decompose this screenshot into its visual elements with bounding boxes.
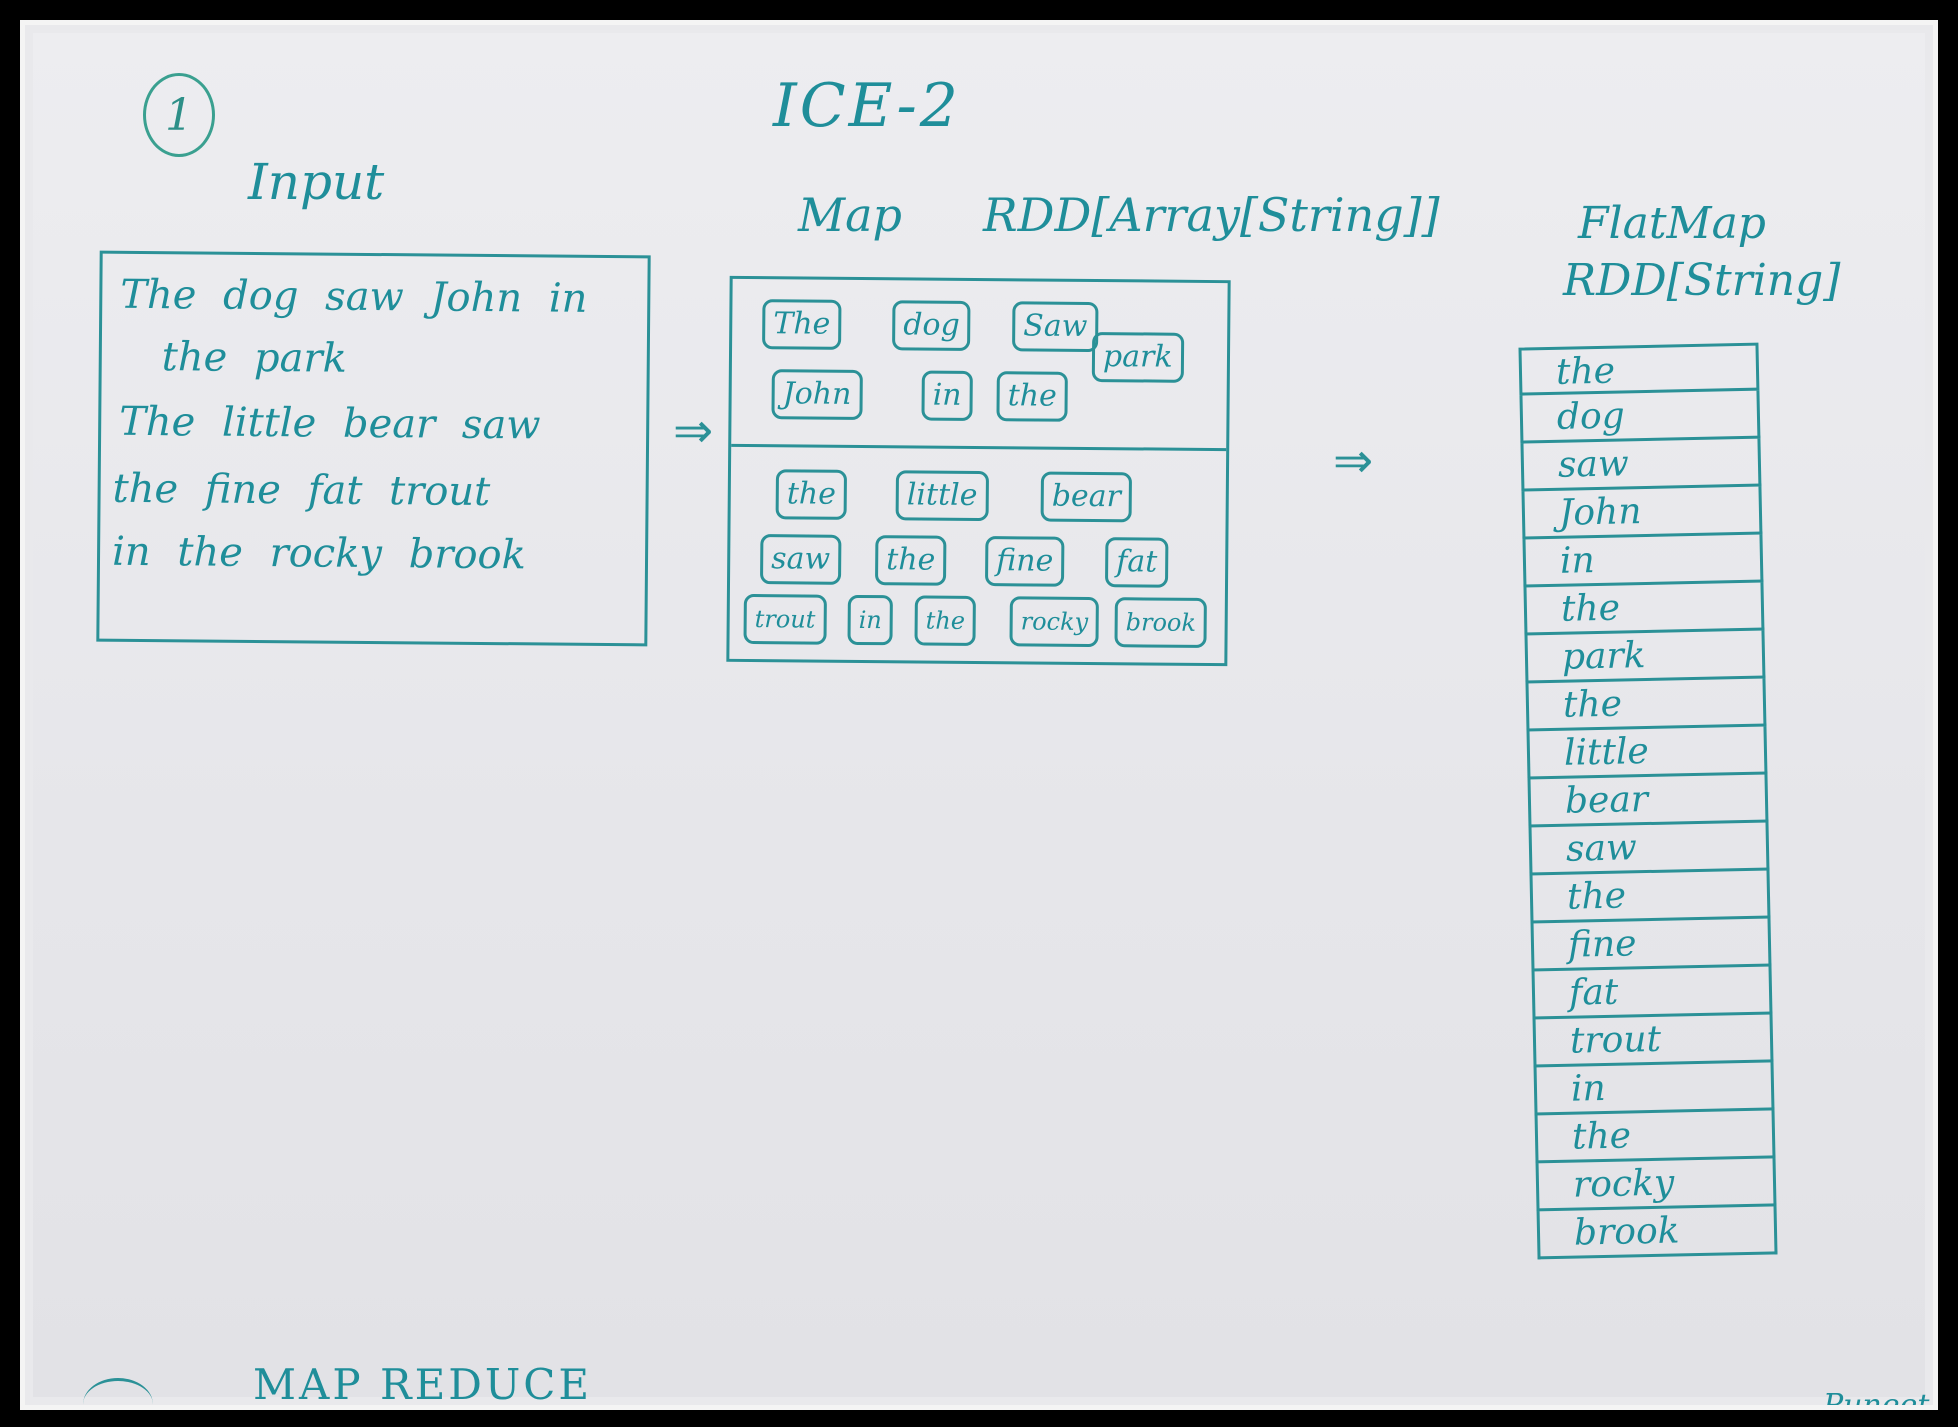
map-label: Map — [798, 188, 902, 242]
partial-circle-mark — [83, 1378, 153, 1405]
flatmap-type-label: RDD[String] — [1563, 255, 1841, 306]
input-box: The dog saw John in the park The little … — [96, 250, 651, 647]
flatmap-cell: in — [1533, 1062, 1775, 1116]
flatmap-column: the dog saw John in the park the little … — [1518, 342, 1778, 1260]
flatmap-cell: brook — [1536, 1206, 1778, 1260]
arrow-map-to-flatmap: ⇒ — [1333, 433, 1374, 489]
flatmap-cell: in — [1522, 534, 1764, 588]
flatmap-cell: the — [1529, 870, 1771, 924]
flatmap-cell: the — [1534, 1110, 1776, 1164]
page-title: ICE-2 — [773, 71, 961, 141]
map-word-box: The — [762, 299, 842, 350]
flatmap-cell: the — [1518, 342, 1760, 396]
map-word-box: little — [895, 470, 989, 522]
map-word-box: the — [875, 535, 947, 586]
map-word-box: the — [996, 371, 1069, 422]
flatmap-cell: fat — [1531, 966, 1773, 1020]
input-line-1: The dog saw John in — [120, 271, 588, 322]
map-reduce-heading: MAP REDUCE — [253, 1360, 593, 1409]
input-line-5: in the rocky brook — [111, 528, 527, 579]
input-label: Input — [248, 153, 385, 211]
flatmap-cell: saw — [1520, 438, 1762, 492]
map-word-box: in — [921, 370, 973, 421]
flatmap-cell: fine — [1530, 918, 1772, 972]
flatmap-cell: park — [1524, 630, 1766, 684]
flatmap-cell: saw — [1528, 822, 1770, 876]
map-word-box: bear — [1040, 471, 1133, 523]
signature: Puneet — [1823, 1388, 1930, 1410]
map-type-label: RDD[Array[String]] — [983, 188, 1440, 242]
photo-frame: 1 ICE-2 Input Map RDD[Array[String]] Fla… — [20, 20, 1938, 1410]
map-word-box: rocky — [1009, 596, 1100, 648]
map-word-box: brook — [1114, 597, 1208, 648]
map-word-box: dog — [892, 300, 971, 351]
flatmap-cell: bear — [1527, 774, 1769, 828]
flatmap-cell: rocky — [1535, 1158, 1777, 1212]
flatmap-cell: the — [1525, 678, 1767, 732]
map-word-box: John — [771, 369, 863, 420]
flatmap-cell: the — [1523, 582, 1765, 636]
input-line-3: The little bear saw — [119, 398, 541, 449]
flatmap-cell: little — [1526, 726, 1768, 780]
map-word-box: fine — [984, 536, 1065, 587]
map-rdd-box: The dog Saw park John in the the little … — [726, 275, 1231, 667]
input-line-4: the fine fat trout — [112, 465, 491, 516]
map-word-box: park — [1091, 331, 1184, 383]
map-word-box: the — [775, 469, 848, 520]
map-word-box: Saw — [1012, 301, 1099, 353]
map-word-box: trout — [743, 593, 827, 645]
flatmap-label: FlatMap — [1578, 198, 1766, 249]
question-number: 1 — [165, 89, 193, 141]
question-number-circle: 1 — [143, 73, 215, 157]
flatmap-cell: dog — [1519, 390, 1761, 444]
map-word-box: saw — [760, 534, 842, 585]
flatmap-cell: John — [1521, 486, 1763, 540]
flatmap-cell: trout — [1532, 1014, 1774, 1068]
map-word-box: the — [914, 595, 977, 646]
partition-divider — [731, 443, 1227, 452]
map-word-box: fat — [1104, 537, 1169, 588]
arrow-input-to-map: ⇒ — [673, 403, 714, 459]
notebook-page: 1 ICE-2 Input Map RDD[Array[String]] Fla… — [33, 33, 1929, 1405]
input-line-2: the park — [161, 334, 348, 382]
map-word-box: in — [847, 594, 894, 646]
